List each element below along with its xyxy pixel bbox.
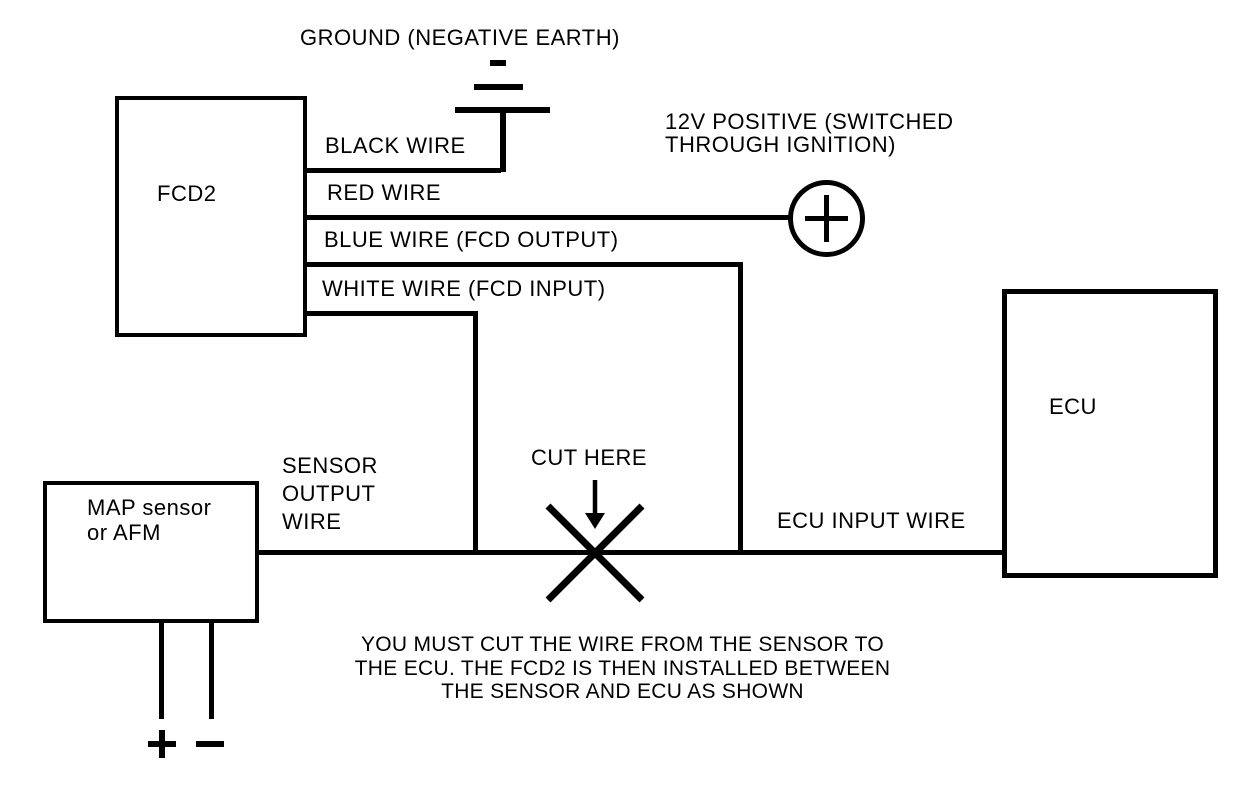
cut-here-label: CUT HERE <box>531 445 648 470</box>
power-label-line1: 12V POSITIVE (SWITCHED <box>665 109 954 134</box>
ecu-label: ECU <box>1049 394 1097 419</box>
map-sensor-label-line1: MAP sensor <box>87 495 212 520</box>
minus-symbol <box>196 741 224 747</box>
ecu-box: ECU <box>1002 289 1218 578</box>
white-wire-horizontal <box>305 311 478 316</box>
power-label: 12V POSITIVE (SWITCHED THROUGH IGNITION) <box>665 110 954 156</box>
red-wire <box>305 215 791 220</box>
sensor-output-label-line3: WIRE <box>282 509 342 534</box>
sensor-output-label-line1: SENSOR <box>282 453 378 478</box>
power-label-line2: THROUGH IGNITION) <box>665 132 896 157</box>
map-sensor-label-line2: or AFM <box>87 520 161 545</box>
fcd2-box: FCD2 <box>115 96 307 337</box>
map-sensor-label: MAP sensor or AFM <box>87 495 211 545</box>
sensor-output-wire-label: SENSOR OUTPUT WIRE <box>282 452 378 536</box>
black-wire <box>305 168 501 173</box>
blue-wire-label: BLUE WIRE (FCD OUTPUT) <box>324 227 619 252</box>
plus-symbol-vertical <box>159 730 165 758</box>
fcd2-label: FCD2 <box>157 181 217 206</box>
blue-wire-vertical <box>738 262 743 555</box>
black-wire-label: BLACK WIRE <box>325 133 466 158</box>
ground-stem <box>500 110 506 172</box>
sensor-output-label-line2: OUTPUT <box>282 481 376 506</box>
map-sensor-negative-leg <box>209 620 214 719</box>
ground-bar-medium <box>474 84 523 90</box>
installation-note-line2: THE ECU. THE FCD2 IS THEN INSTALLED BETW… <box>354 656 891 680</box>
map-sensor-box: MAP sensor or AFM <box>43 481 259 623</box>
ground-label: GROUND (NEGATIVE EARTH) <box>300 25 620 50</box>
white-wire-label: WHITE WIRE (FCD INPUT) <box>322 276 606 301</box>
down-arrow-icon <box>585 480 605 529</box>
installation-note: YOU MUST CUT THE WIRE FROM THE SENSOR TO… <box>340 633 905 704</box>
installation-note-line1: YOU MUST CUT THE WIRE FROM THE SENSOR TO <box>360 633 885 656</box>
sensor-to-ecu-wire <box>255 550 1004 555</box>
ecu-input-wire-label: ECU INPUT WIRE <box>777 508 966 533</box>
map-sensor-positive-leg <box>159 620 164 719</box>
red-wire-label: RED WIRE <box>327 180 441 205</box>
blue-wire-horizontal <box>305 262 743 267</box>
ground-bar-small <box>490 60 506 66</box>
positive-terminal-icon <box>788 180 865 257</box>
installation-note-line3: THE SENSOR AND ECU AS SHOWN <box>441 680 804 703</box>
white-wire-vertical <box>473 311 478 555</box>
cut-x-icon <box>545 503 645 603</box>
